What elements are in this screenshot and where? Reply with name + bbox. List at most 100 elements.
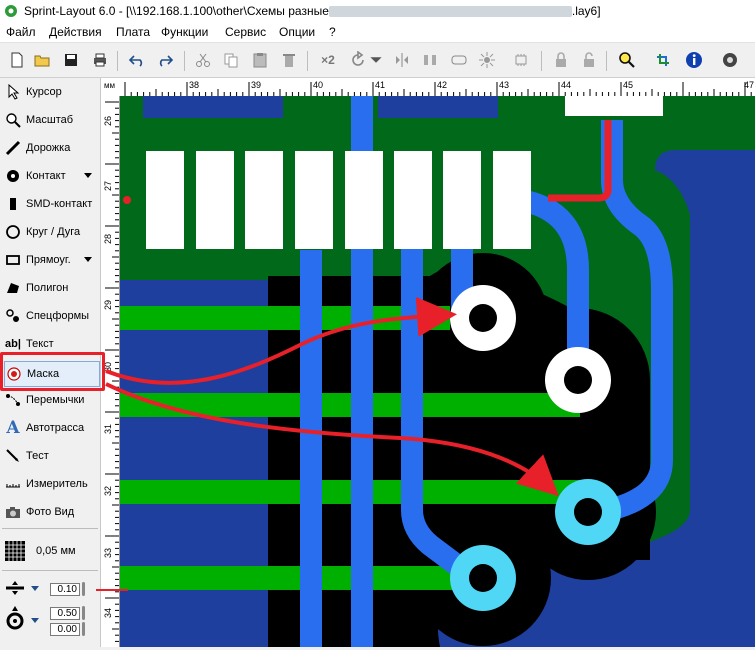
tool-label: Курсор (26, 86, 62, 98)
paste-button[interactable] (249, 49, 271, 71)
copper-trace (120, 306, 450, 330)
component-button[interactable] (510, 49, 532, 71)
info-icon (686, 52, 702, 68)
tool-smd[interactable]: SMD-контакт (4, 192, 98, 216)
new-file-button[interactable] (6, 49, 28, 71)
ruler-horizontal: мм 38 39 40 41 42 43 44 45 47 (101, 78, 755, 97)
menu-service[interactable]: Сервис (225, 25, 267, 39)
duplicate-x2-button[interactable]: ×2 (321, 53, 335, 67)
print-button[interactable] (89, 49, 111, 71)
crosshair-icon (657, 54, 669, 66)
rotate-button[interactable] (347, 49, 369, 71)
ruler-tick-label: 41 (375, 80, 385, 90)
tool-label: Измеритель (26, 478, 88, 490)
chevron-down-icon[interactable] (84, 173, 92, 178)
ground-pour-left (120, 96, 143, 276)
grid-icon (4, 540, 26, 562)
smd-pad-top (565, 96, 663, 116)
unlock-button[interactable] (578, 49, 600, 71)
pad-inner-field[interactable]: 0.00 (50, 623, 80, 636)
track-width-stepper[interactable] (82, 582, 85, 596)
tool-mask[interactable]: Маска (4, 361, 100, 387)
chevron-down-icon[interactable] (31, 618, 39, 623)
ungroup-button[interactable] (476, 49, 498, 71)
pad-outer-field[interactable]: 0.50 (50, 607, 80, 620)
tool-polygon[interactable]: Полигон (4, 276, 98, 300)
toolbar-separator (541, 51, 542, 71)
smd-pad (394, 151, 432, 249)
open-file-button[interactable] (31, 49, 53, 71)
ruler-tick-label: 39 (251, 80, 261, 90)
menu-file[interactable]: Файл (6, 25, 36, 39)
chevron-down-icon[interactable] (84, 257, 92, 262)
menu-board[interactable]: Плата (116, 25, 151, 39)
toolbar-separator (307, 51, 308, 71)
pad-outer-stepper[interactable] (82, 606, 85, 620)
track-bent (597, 120, 673, 523)
track-width-field[interactable]: 0.10 (50, 583, 80, 596)
menu-actions[interactable]: Действия (49, 25, 102, 39)
save-button[interactable] (60, 49, 82, 71)
tool-text[interactable]: ab| Текст (4, 332, 98, 356)
magnifier-icon (4, 111, 22, 129)
tool-zoom[interactable]: Масштаб (4, 108, 98, 132)
tool-label: Полигон (26, 282, 69, 294)
zoom-button[interactable] (616, 49, 638, 71)
undo-button[interactable] (126, 49, 148, 71)
align-button[interactable] (419, 49, 441, 71)
copy-button[interactable] (220, 49, 242, 71)
gear-icon (723, 53, 737, 67)
tool-rect[interactable]: Прямоуг. (4, 248, 98, 272)
smd-pad (196, 151, 234, 249)
unlock-icon (584, 52, 594, 67)
undo-icon (128, 55, 143, 67)
menu-options[interactable]: Опции (279, 25, 316, 39)
ruler-tick-label: 40 (313, 80, 323, 90)
trash-icon (283, 54, 295, 67)
tool-label: Фото Вид (26, 506, 75, 518)
group-button[interactable] (448, 49, 470, 71)
rotate-dropdown[interactable] (369, 49, 383, 71)
pad-inner-stepper[interactable] (82, 622, 85, 636)
tool-cursor[interactable]: Курсор (4, 80, 98, 104)
pcb-canvas[interactable] (120, 96, 755, 647)
menu-functions[interactable]: Функции (161, 25, 209, 39)
new-file-icon (11, 52, 23, 68)
menu-help[interactable]: ? (329, 25, 336, 39)
folder-icon (34, 55, 50, 67)
pad-drill (564, 366, 592, 394)
title-bar: Sprint-Layout 6.0 - [\\192.168.1.100\oth… (0, 0, 755, 22)
tool-measure[interactable]: Измеритель (4, 472, 98, 496)
board-cutout (378, 96, 498, 118)
align-icon (424, 55, 436, 65)
tool-test[interactable]: Тест (4, 444, 98, 468)
pad-drill (574, 498, 602, 526)
cursor-icon (4, 83, 22, 101)
tool-track[interactable]: Дорожка (4, 136, 98, 160)
lock-button[interactable] (550, 49, 572, 71)
tool-jumpers[interactable]: Перемычки (4, 388, 98, 412)
settings-button[interactable] (719, 49, 741, 71)
lock-icon (556, 52, 566, 67)
polygon-icon (4, 279, 22, 297)
tool-photo-view[interactable]: Фото Вид (4, 500, 98, 524)
mirror-button[interactable] (391, 49, 413, 71)
tool-pad[interactable]: Контакт (4, 164, 98, 188)
grid-selector[interactable]: 0,05 мм (4, 538, 98, 564)
redo-button[interactable] (154, 49, 176, 71)
drc-button[interactable] (652, 49, 674, 71)
tool-special-forms[interactable]: Спецформы (4, 304, 98, 328)
tool-circle[interactable]: Круг / Дуга (4, 220, 98, 244)
ruler-tick-label: 38 (189, 80, 199, 90)
cut-button[interactable] (192, 49, 214, 71)
ungroup-icon (479, 52, 495, 68)
board-cutout (143, 96, 283, 118)
toolbar-separator (184, 51, 185, 71)
tool-autoroute[interactable]: A Автотрасса (4, 416, 98, 440)
chevron-down-icon[interactable] (31, 586, 39, 591)
component-icon (515, 54, 527, 66)
info-button[interactable] (683, 49, 705, 71)
smd-pad (295, 151, 333, 249)
smd-pad (443, 151, 481, 249)
delete-button[interactable] (278, 49, 300, 71)
